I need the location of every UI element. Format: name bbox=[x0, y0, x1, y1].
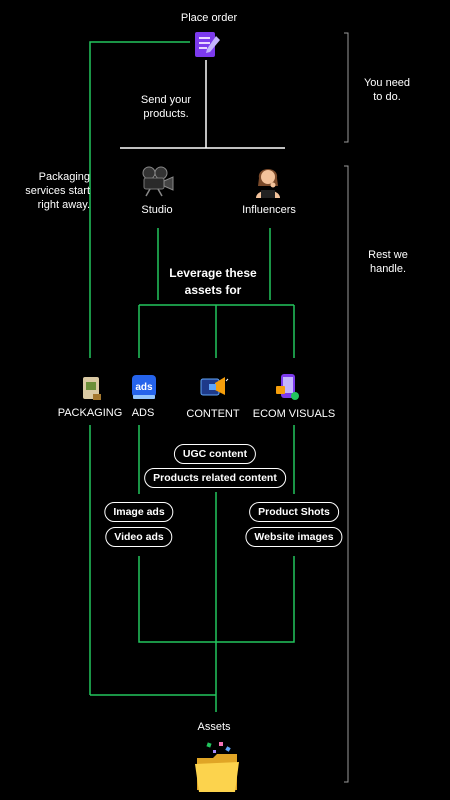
products-related-content-pill: Products related content bbox=[144, 468, 286, 488]
image-ads-pill: Image ads bbox=[104, 502, 174, 522]
packaging-note-label: Packaging services start right away. bbox=[25, 171, 90, 211]
leverage-label: Leverage these assets for bbox=[169, 266, 257, 297]
phone-shopping-icon bbox=[275, 372, 301, 407]
rest-we-handle-label: Rest we handle. bbox=[368, 249, 408, 275]
packaging-connector bbox=[89, 41, 190, 358]
send-products-label: Send your products. bbox=[140, 94, 192, 120]
product-shots-pill: Product Shots bbox=[249, 502, 339, 522]
ads-label: ADS bbox=[131, 407, 155, 419]
ecom-visuals-label: ECOM VISUALS bbox=[252, 408, 336, 420]
bracket-you-need bbox=[344, 32, 349, 143]
thinking-woman-icon bbox=[253, 164, 283, 203]
ads-card-icon: ads bbox=[130, 373, 158, 406]
website-images-pill: Website images bbox=[245, 527, 343, 547]
folder-icon bbox=[193, 740, 243, 799]
megaphone-icon bbox=[199, 373, 229, 406]
ugc-content-pill: UGC content bbox=[173, 444, 257, 464]
place-order-label: Place order bbox=[180, 12, 238, 24]
studio-label: Studio bbox=[141, 204, 173, 216]
assets-label: Assets bbox=[197, 721, 231, 733]
you-need-to-do-label: You need to do. bbox=[363, 77, 411, 103]
document-pen-icon bbox=[192, 28, 224, 65]
influencers-label: Influencers bbox=[242, 204, 296, 216]
bracket-rest bbox=[344, 165, 349, 783]
video-ads-pill: Video ads bbox=[105, 527, 173, 547]
package-box-icon bbox=[79, 374, 103, 407]
content-label: CONTENT bbox=[186, 408, 240, 420]
packaging-label: PACKAGING bbox=[57, 407, 123, 419]
film-camera-icon bbox=[140, 165, 176, 202]
svg-text:ads: ads bbox=[135, 382, 153, 393]
